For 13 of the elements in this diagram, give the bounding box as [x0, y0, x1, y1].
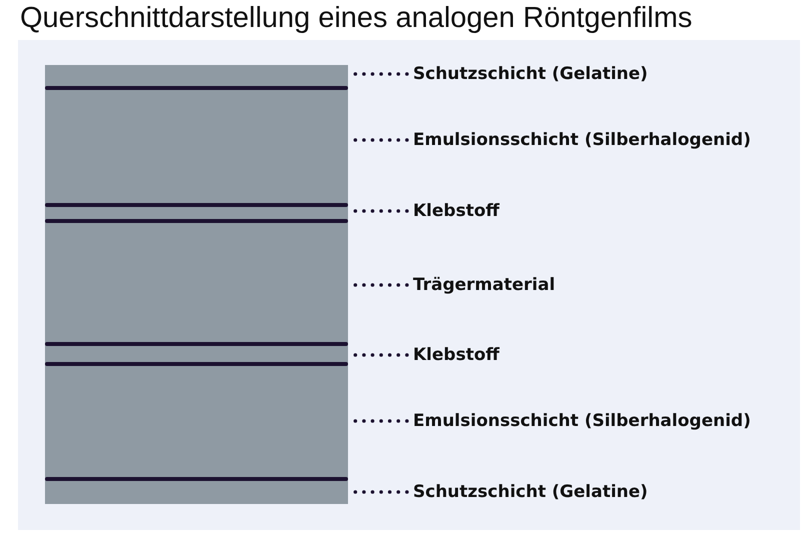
film-layer	[45, 221, 348, 344]
layer-label: Emulsionsschicht (Silberhalogenid)	[413, 411, 751, 431]
diagram-title: Querschnittdarstellung eines analogen Röntgenfilms	[20, 2, 692, 35]
layer-label: Trägermaterial	[413, 275, 556, 295]
film-layer	[45, 479, 348, 504]
film-layer	[45, 88, 348, 205]
layer-label: Emulsionsschicht (Silberhalogenid)	[413, 130, 751, 150]
layer-label: Klebstoff	[413, 345, 500, 365]
film-layer	[45, 65, 348, 88]
layer-label: Klebstoff	[413, 201, 500, 221]
layer-label: Schutzschicht (Gelatine)	[413, 482, 648, 502]
layer-label: Schutzschicht (Gelatine)	[413, 64, 648, 84]
film-layer	[45, 364, 348, 479]
